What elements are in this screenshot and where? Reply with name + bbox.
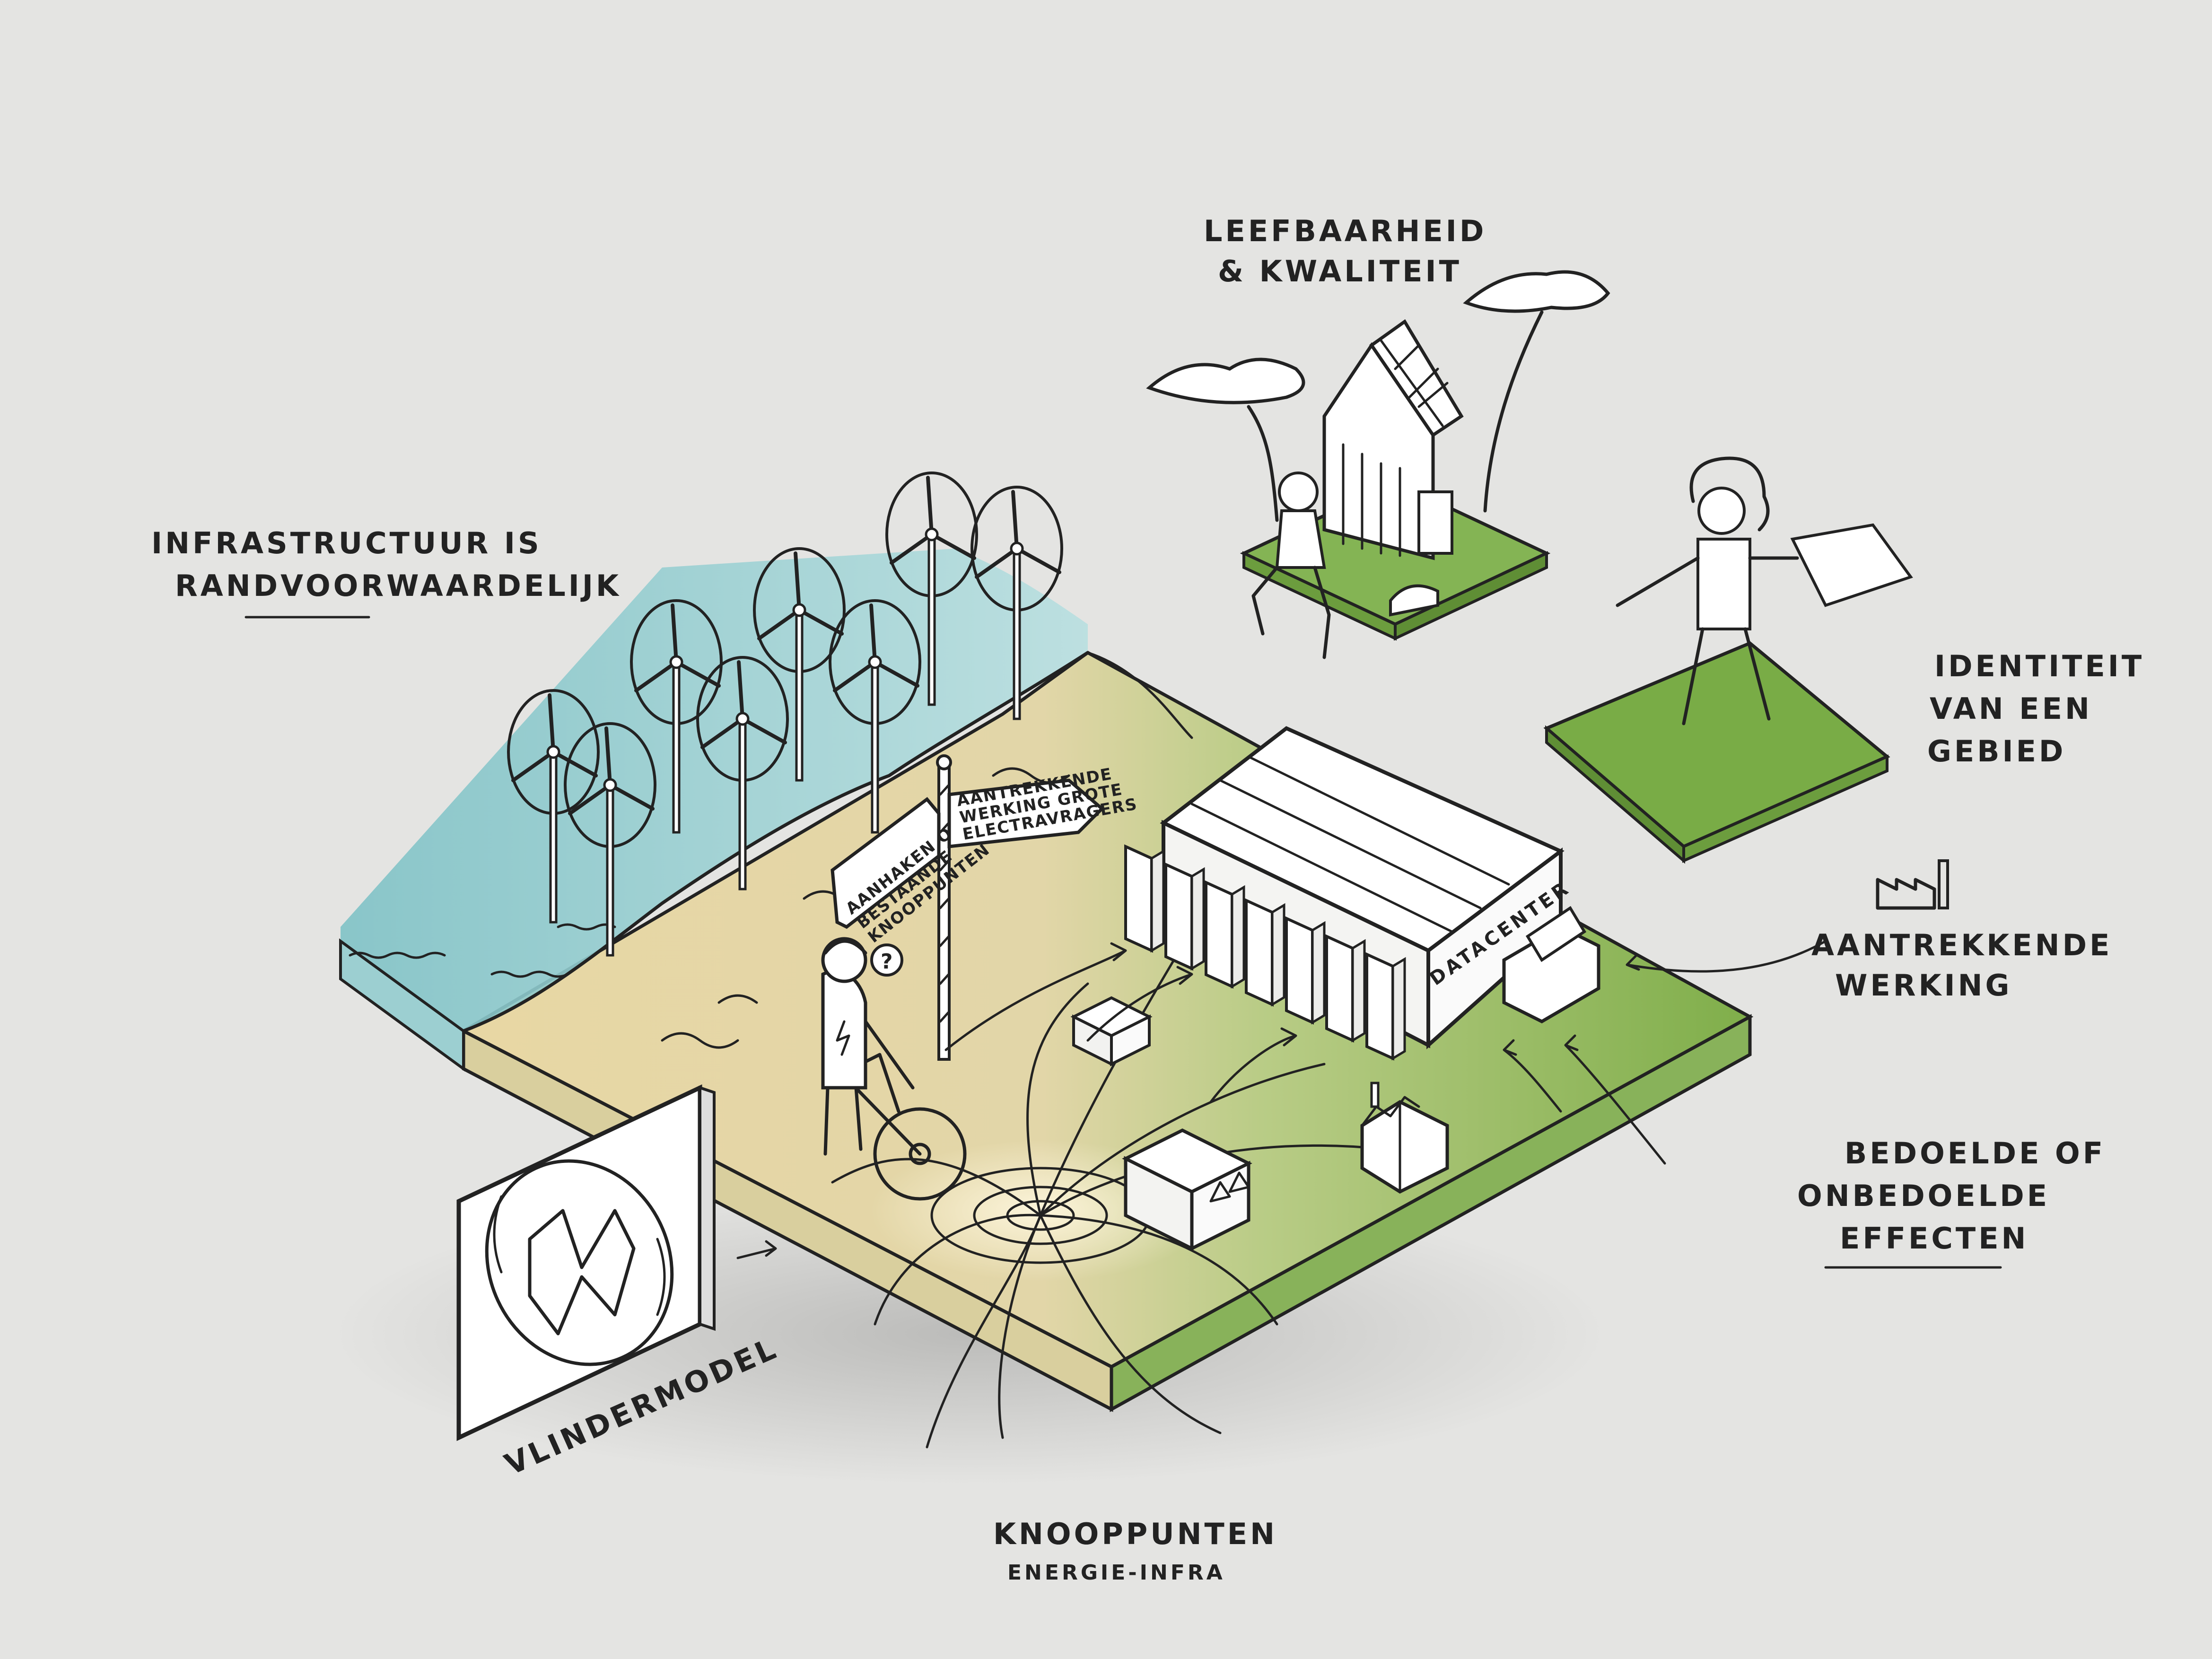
server-rack xyxy=(1206,882,1244,987)
server-rack xyxy=(1286,918,1324,1022)
label-identity-line1: IDENTITEIT xyxy=(1934,649,2144,683)
server-rack xyxy=(1327,936,1364,1040)
label-effects-line3: EFFECTEN xyxy=(1840,1221,2028,1256)
label-liveability: LEEFBAARHEID & KWALITEIT xyxy=(1204,214,1486,288)
label-identity-line3: GEBIED xyxy=(1927,734,2066,768)
label-nodes: KNOOPPUNTEN ENERGIE-INFRA xyxy=(993,1517,1277,1585)
factory-icon xyxy=(1878,861,1948,908)
server-rack xyxy=(1126,847,1163,951)
label-infrastructure-line1: INFRASTRUCTUUR IS xyxy=(151,526,542,560)
question-mark: ? xyxy=(881,950,896,974)
liveability-tile xyxy=(1149,272,1608,657)
label-attraction: AANTREKKENDE WERKING xyxy=(1811,928,2112,1003)
server-rack xyxy=(1166,864,1204,969)
label-liveability-line2: & KWALITEIT xyxy=(1218,254,1462,288)
label-infrastructure-line2: RANDVOORWAARDELIJK xyxy=(175,568,621,603)
label-attraction-line2: WERKING xyxy=(1835,968,2012,1003)
label-infrastructure: INFRASTRUCTUUR IS RANDVOORWAARDELIJK xyxy=(151,526,621,617)
identity-tile xyxy=(1547,458,1911,861)
server-rack xyxy=(1367,954,1405,1058)
label-liveability-line1: LEEFBAARHEID xyxy=(1204,214,1486,248)
label-effects: BEDOELDE OF ONBEDOELDE EFFECTEN xyxy=(1797,1136,2106,1267)
label-identity: IDENTITEIT VAN EEN GEBIED xyxy=(1927,649,2144,768)
server-rack xyxy=(1246,900,1284,1004)
label-effects-line1: BEDOELDE OF xyxy=(1845,1136,2106,1170)
label-nodes-title: KNOOPPUNTEN xyxy=(993,1517,1277,1551)
label-effects-line2: ONBEDOELDE xyxy=(1797,1179,2050,1213)
label-identity-line2: VAN EEN xyxy=(1930,691,2092,726)
label-nodes-subtitle: ENERGIE-INFRA xyxy=(1007,1561,1225,1585)
label-attraction-line1: AANTREKKENDE xyxy=(1811,928,2112,962)
